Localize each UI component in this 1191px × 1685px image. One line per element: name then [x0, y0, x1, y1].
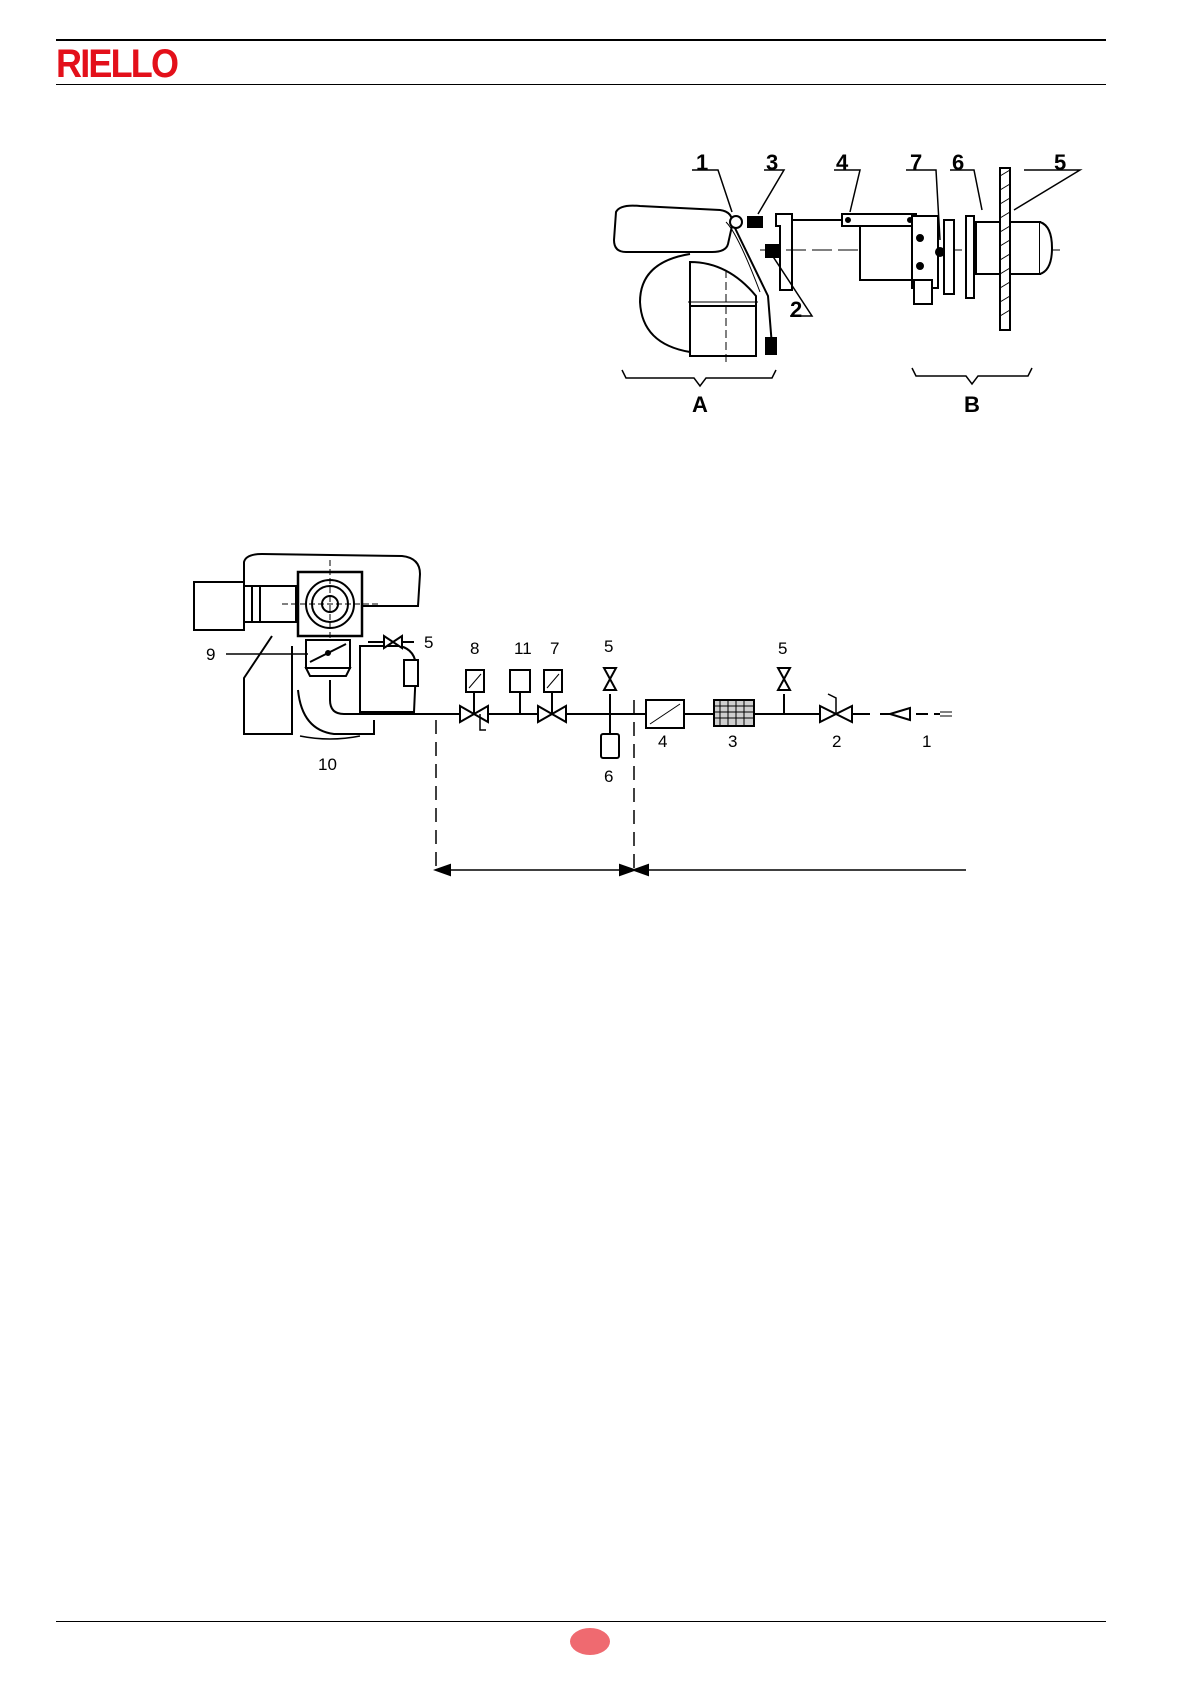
- callout-bottom-10: 10: [318, 755, 337, 774]
- callout-top-2: 2: [790, 297, 802, 322]
- test-tap-5b: [604, 668, 616, 690]
- callout-top-6: 6: [952, 150, 964, 175]
- callout-top-5: 5: [1054, 150, 1066, 175]
- group-label-b: B: [964, 392, 980, 417]
- callout-bottom-8: 8: [470, 639, 479, 658]
- servomotor: [194, 582, 244, 630]
- page-number-badge: [570, 1628, 610, 1655]
- callout-bottom-11: 11: [514, 639, 532, 658]
- callout-bottom-9: 9: [206, 645, 215, 664]
- slide-rail: [842, 214, 916, 226]
- fan-housing: [640, 254, 690, 352]
- figure-gas-train: [194, 554, 966, 875]
- callout-bottom-5b: 5: [604, 637, 613, 656]
- callout-bottom-3: 3: [728, 732, 737, 751]
- callout-top-3: 3: [766, 150, 778, 175]
- boiler-wall: [1000, 168, 1010, 330]
- flange-plate: [860, 226, 912, 280]
- callout-bottom-5a: 5: [424, 633, 433, 652]
- callout-top-4: 4: [836, 150, 849, 175]
- callout-bottom-2: 2: [832, 732, 841, 751]
- group-label-a: A: [692, 392, 708, 417]
- callout-bottom-6: 6: [604, 767, 613, 786]
- leak-tester-6: [601, 734, 619, 758]
- brace-a: [622, 370, 776, 386]
- callout-bottom-7: 7: [550, 639, 559, 658]
- footer-rule: [56, 1621, 1106, 1622]
- callout-bottom-4: 4: [658, 732, 667, 751]
- figure-burner-mounting: [614, 168, 1080, 386]
- callout-top-1: 1: [696, 150, 708, 175]
- motor-body: [690, 262, 756, 356]
- pressure-switch-11: [510, 670, 530, 692]
- callout-bottom-1: 1: [922, 732, 931, 751]
- callout-top-7: 7: [910, 150, 922, 175]
- test-tap-5c: [778, 668, 790, 690]
- callout-bottom-5c: 5: [778, 639, 787, 658]
- brace-b: [912, 368, 1032, 384]
- gas-inlet-arrow: [890, 708, 910, 720]
- burner-hood: [614, 206, 732, 252]
- pivot-1: [730, 216, 742, 228]
